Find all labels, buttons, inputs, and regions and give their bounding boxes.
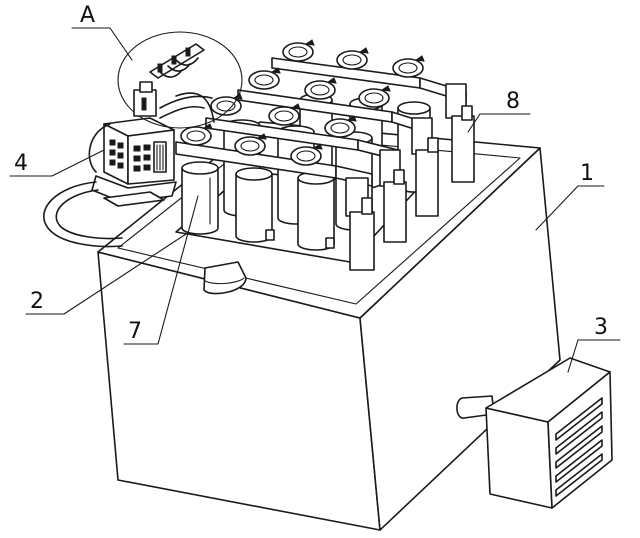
clip xyxy=(268,103,301,126)
clip xyxy=(324,115,357,138)
label-2: 2 xyxy=(30,289,44,314)
reference-labels: A 4 8 1 3 2 7 xyxy=(14,3,608,344)
detail-circle xyxy=(117,31,243,129)
clip xyxy=(234,133,267,156)
clip xyxy=(358,85,391,108)
vent-slats xyxy=(555,397,603,497)
hoses xyxy=(42,92,215,248)
clip xyxy=(282,39,315,62)
cylinder-7 xyxy=(181,161,219,235)
label-8: 8 xyxy=(506,89,520,114)
clip xyxy=(210,93,243,116)
detail-a-region xyxy=(117,31,243,129)
clip xyxy=(336,47,369,70)
label-1: 1 xyxy=(580,161,594,186)
label-7: 7 xyxy=(128,319,142,344)
control-panel xyxy=(91,117,177,207)
tray-tab xyxy=(203,261,247,295)
motor-shaft xyxy=(456,395,495,419)
clip xyxy=(392,55,425,78)
fan-unit xyxy=(456,357,613,509)
cylinder xyxy=(297,171,335,251)
clip xyxy=(248,67,281,90)
keypad xyxy=(109,139,167,173)
label-a: A xyxy=(80,3,95,28)
holder-bar-front xyxy=(175,123,375,271)
holder-bar-upper-front xyxy=(205,93,407,243)
leader-lines xyxy=(9,27,621,373)
holder-bar-back xyxy=(271,39,475,183)
fan-housing-front xyxy=(485,407,553,509)
label-4: 4 xyxy=(14,151,28,176)
label-3: 3 xyxy=(594,315,608,340)
cylinder xyxy=(235,167,275,243)
clip xyxy=(290,143,323,166)
clip xyxy=(304,77,337,100)
clip xyxy=(180,123,213,146)
